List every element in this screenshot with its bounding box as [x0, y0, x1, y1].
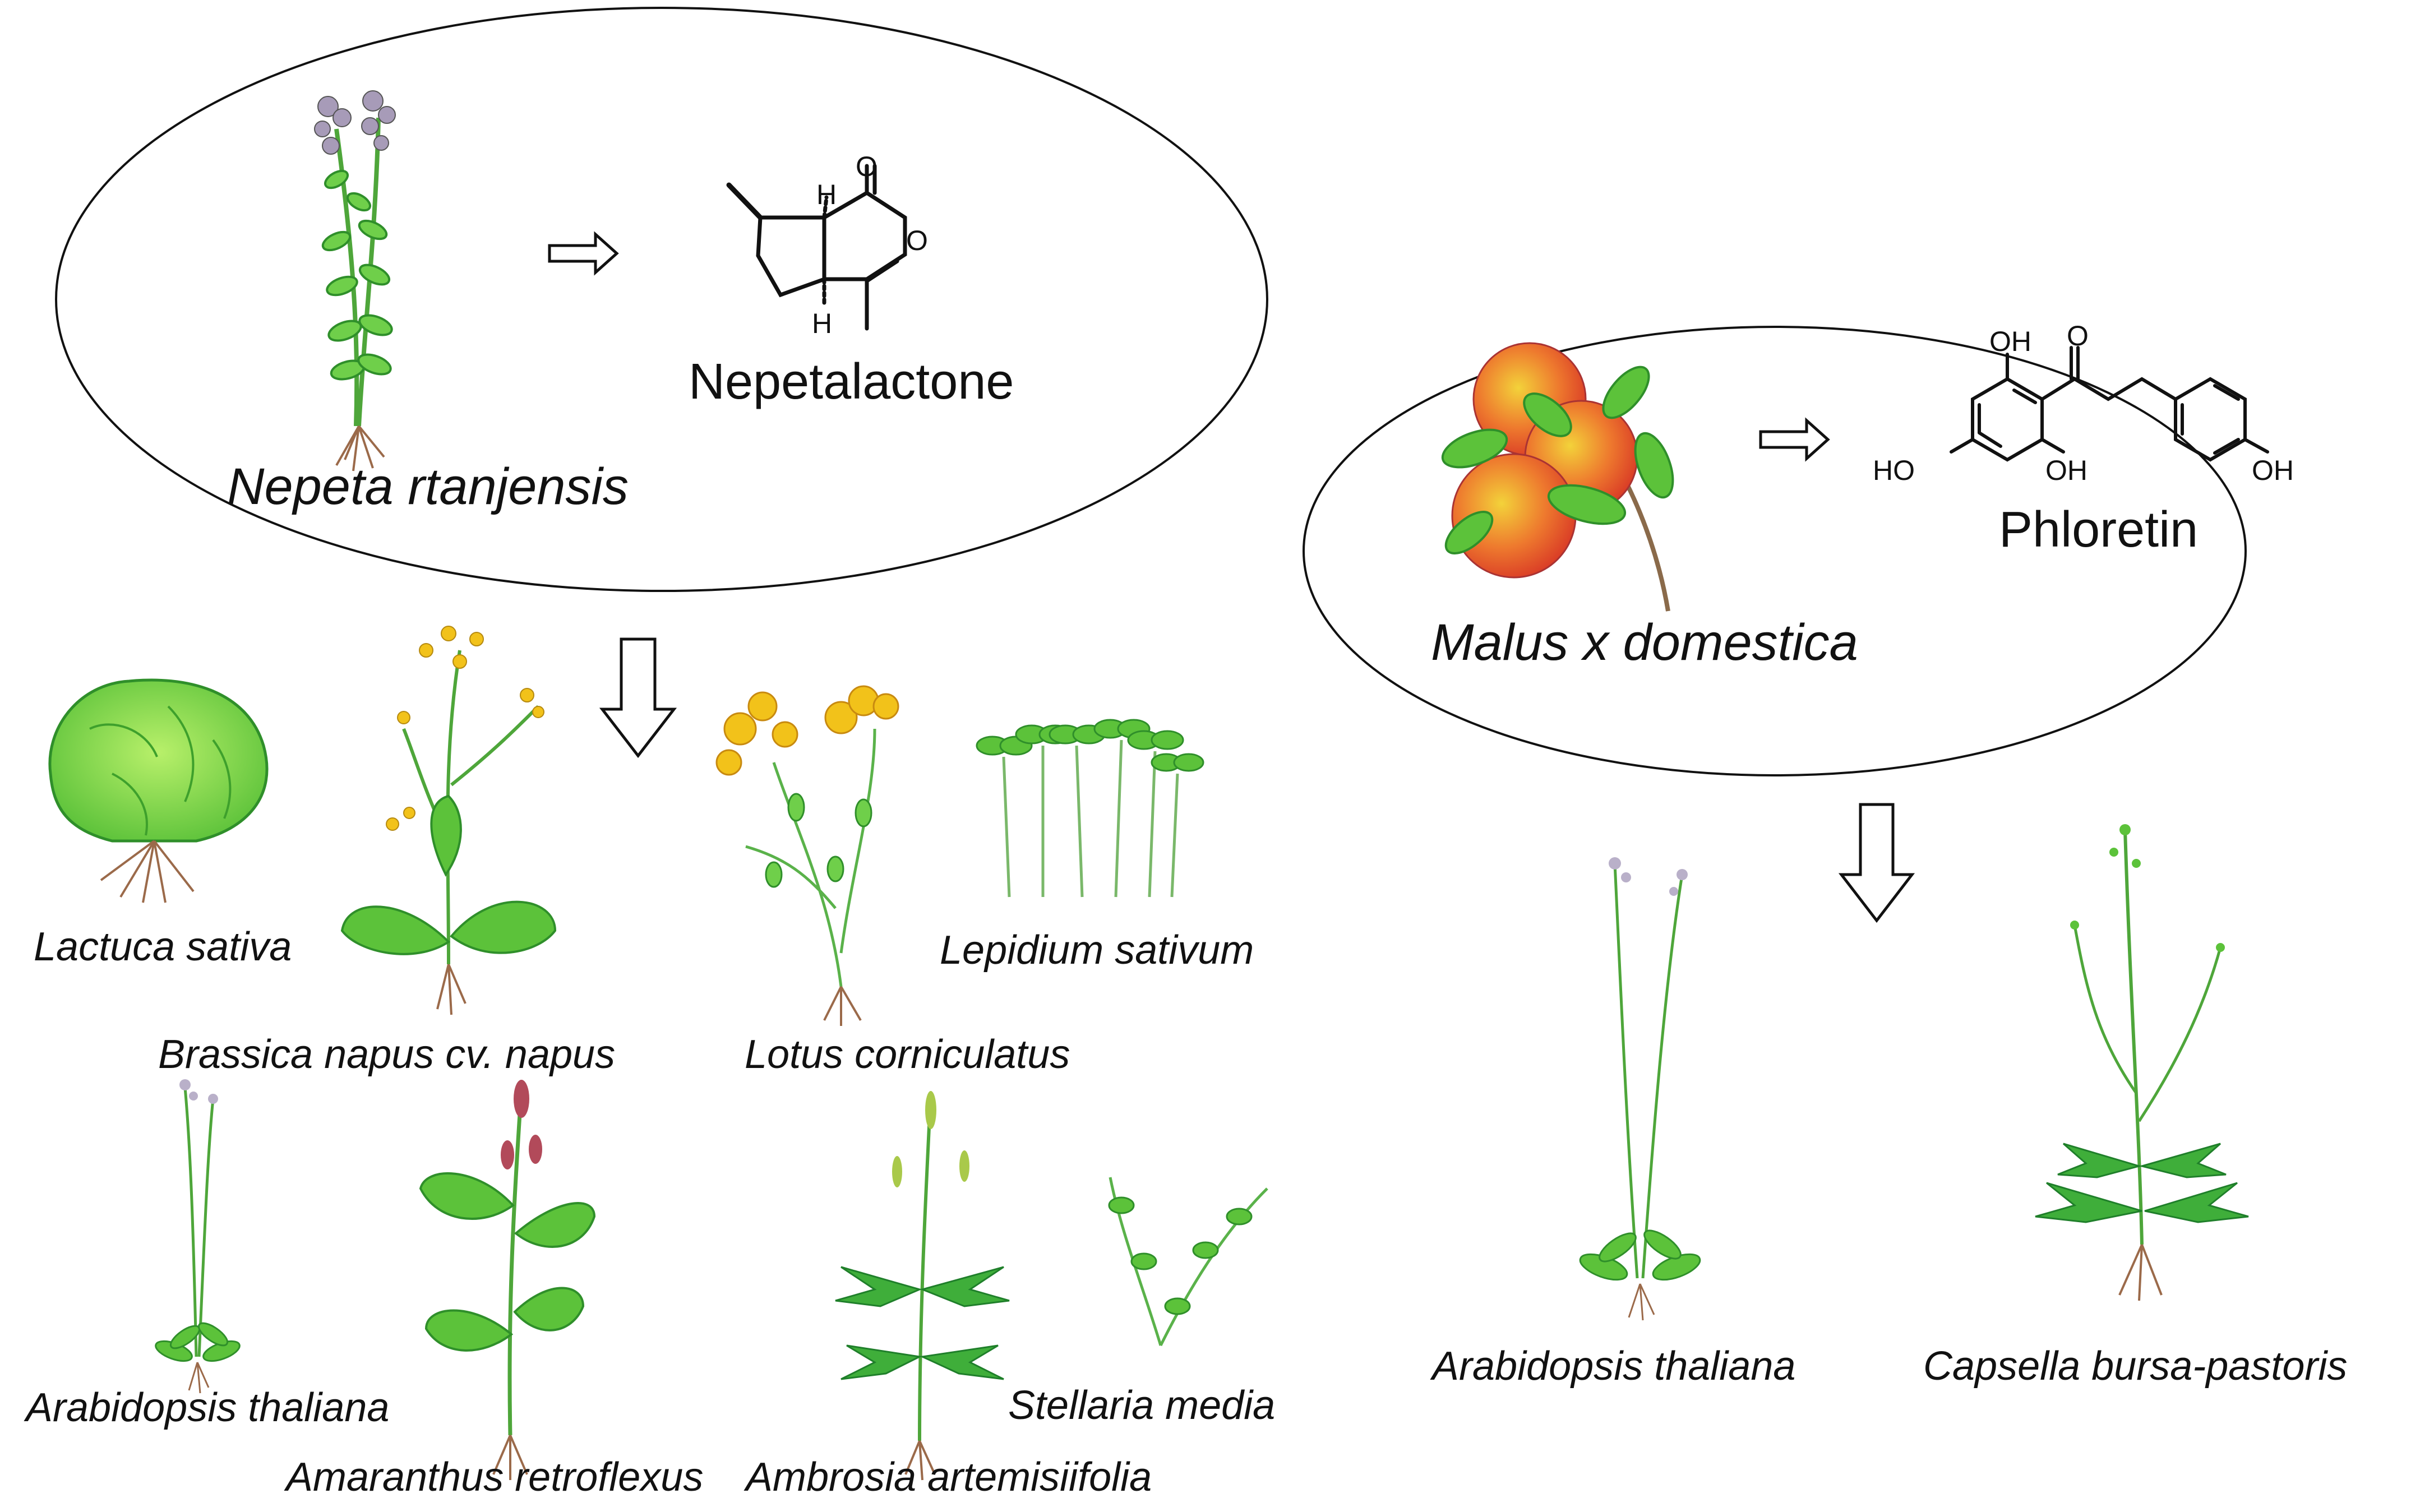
down-arrow-icon: [1838, 803, 1915, 923]
target-species-label: Brassica napus cv. napus: [158, 1032, 616, 1077]
stellaria-illustration: [1108, 1177, 1268, 1347]
nepeta-plant-illustration: [314, 90, 396, 471]
target-species-label: Lepidium sativum: [940, 928, 1254, 973]
target-species-label: Lotus corniculatus: [745, 1032, 1070, 1077]
atom-label: O: [2067, 320, 2089, 352]
atom-label: HO: [1873, 455, 1915, 486]
compound-label: Nepetalactone: [689, 354, 1014, 410]
down-arrow-icon: [599, 637, 677, 759]
target-species-label: Stellaria media: [1008, 1383, 1276, 1428]
right-arrow-icon: [1759, 417, 1830, 462]
atom-label: O: [856, 151, 878, 182]
nepetalactone-structure: [726, 164, 907, 331]
malus-source-ellipse: [1303, 326, 2247, 776]
atom-label: H: [816, 179, 837, 210]
apple-branch-illustration: [1441, 342, 1674, 612]
atom-label: OH: [2045, 455, 2088, 486]
ambrosia-illustration: [835, 1091, 1010, 1481]
source-species-label: Nepeta rtanjensis: [227, 458, 629, 515]
target-species-label: Ambrosia artemisiifolia: [746, 1455, 1152, 1500]
capsella-illustration: [2035, 824, 2249, 1301]
atom-label: OH: [2252, 455, 2294, 486]
phloretin-structure: [1950, 346, 2269, 462]
lepidium-illustration: [976, 719, 1204, 898]
target-species-label: Lactuca sativa: [34, 924, 292, 969]
amaranthus-illustration: [419, 1080, 596, 1480]
atom-label: OH: [1989, 326, 2031, 357]
nepeta-source-ellipse: [55, 7, 1268, 592]
right-arrow-icon: [548, 231, 619, 276]
atom-label: O: [906, 225, 928, 256]
arabidopsis-illustration: [155, 1079, 241, 1394]
source-species-label: Malus x domestica: [1431, 614, 1858, 671]
target-species-label: Arabidopsis thaliana: [1432, 1344, 1796, 1389]
target-species-label: Arabidopsis thaliana: [26, 1385, 390, 1430]
lettuce-illustration: [48, 678, 269, 903]
target-species-label: Capsella bursa-pastoris: [1923, 1344, 2348, 1389]
arabidopsis-illustration: [1579, 857, 1701, 1321]
brassica-illustration: [340, 626, 557, 1015]
atom-label: H: [812, 308, 833, 339]
compound-label: Phloretin: [1999, 502, 2199, 558]
target-species-label: Amaranthus retroflexus: [286, 1455, 704, 1500]
lotus-illustration: [715, 685, 899, 1026]
